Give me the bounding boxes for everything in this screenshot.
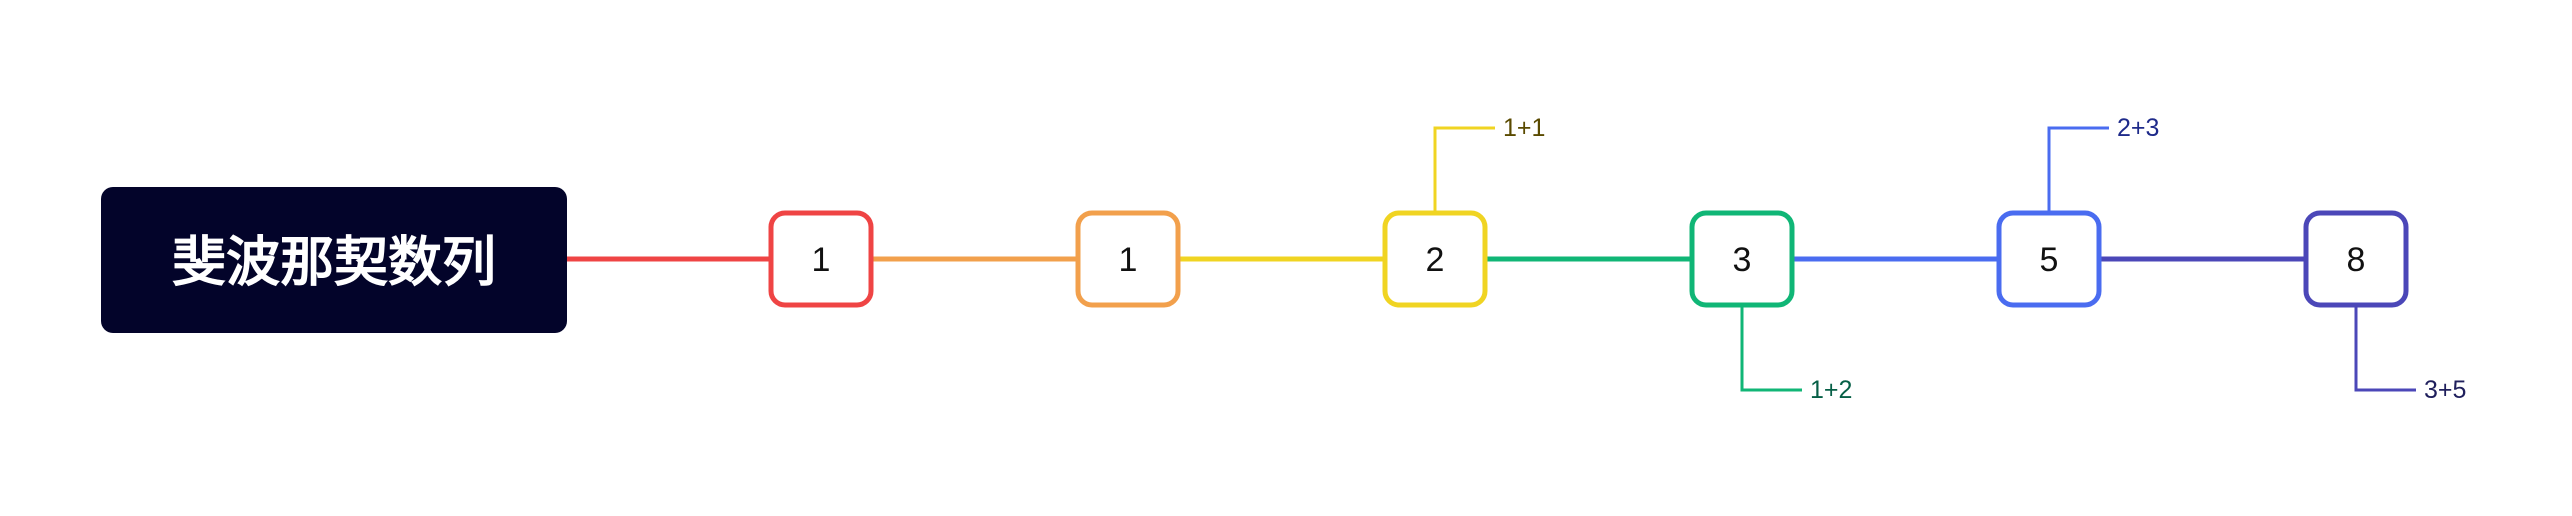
node-1: 1 (768, 210, 874, 308)
node-box-3 (1382, 210, 1488, 308)
annotation-label-5: 2+3 (2117, 114, 2159, 142)
nodes-layer: 1 1 2 3 5 8 (768, 210, 2409, 308)
node-box-4 (1689, 210, 1795, 308)
annotation-label-3: 1+1 (1503, 114, 1545, 142)
root-title-node: 斐波那契数列 (101, 187, 567, 333)
annotation-connector-5 (2047, 126, 2109, 213)
annotation-connector-4 (1740, 305, 1802, 392)
node-box-1 (768, 210, 874, 308)
node-2: 1 (1075, 210, 1181, 308)
node-box-2 (1075, 210, 1181, 308)
annotations-layer: 1+1 1+2 2+3 3+5 (1433, 114, 2466, 404)
annotation-label-4: 1+2 (1810, 376, 1852, 404)
title-box (101, 187, 567, 333)
node-value-3: 2 (1426, 241, 1445, 279)
node-value-4: 3 (1733, 241, 1752, 279)
annotation-connector-3 (1433, 126, 1495, 213)
annotation-connector-6 (2354, 305, 2416, 392)
node-5: 5 (1996, 210, 2102, 308)
node-value-5: 5 (2040, 241, 2059, 279)
annotation-label-6: 3+5 (2424, 376, 2466, 404)
node-box-6 (2303, 210, 2409, 308)
node-3: 2 (1382, 210, 1488, 308)
node-value-6: 8 (2347, 241, 2366, 279)
node-6: 8 (2303, 210, 2409, 308)
node-value-1: 1 (812, 241, 831, 279)
title-label: 斐波那契数列 (172, 231, 496, 294)
node-value-2: 1 (1119, 241, 1138, 279)
node-4: 3 (1689, 210, 1795, 308)
node-box-5 (1996, 210, 2102, 308)
